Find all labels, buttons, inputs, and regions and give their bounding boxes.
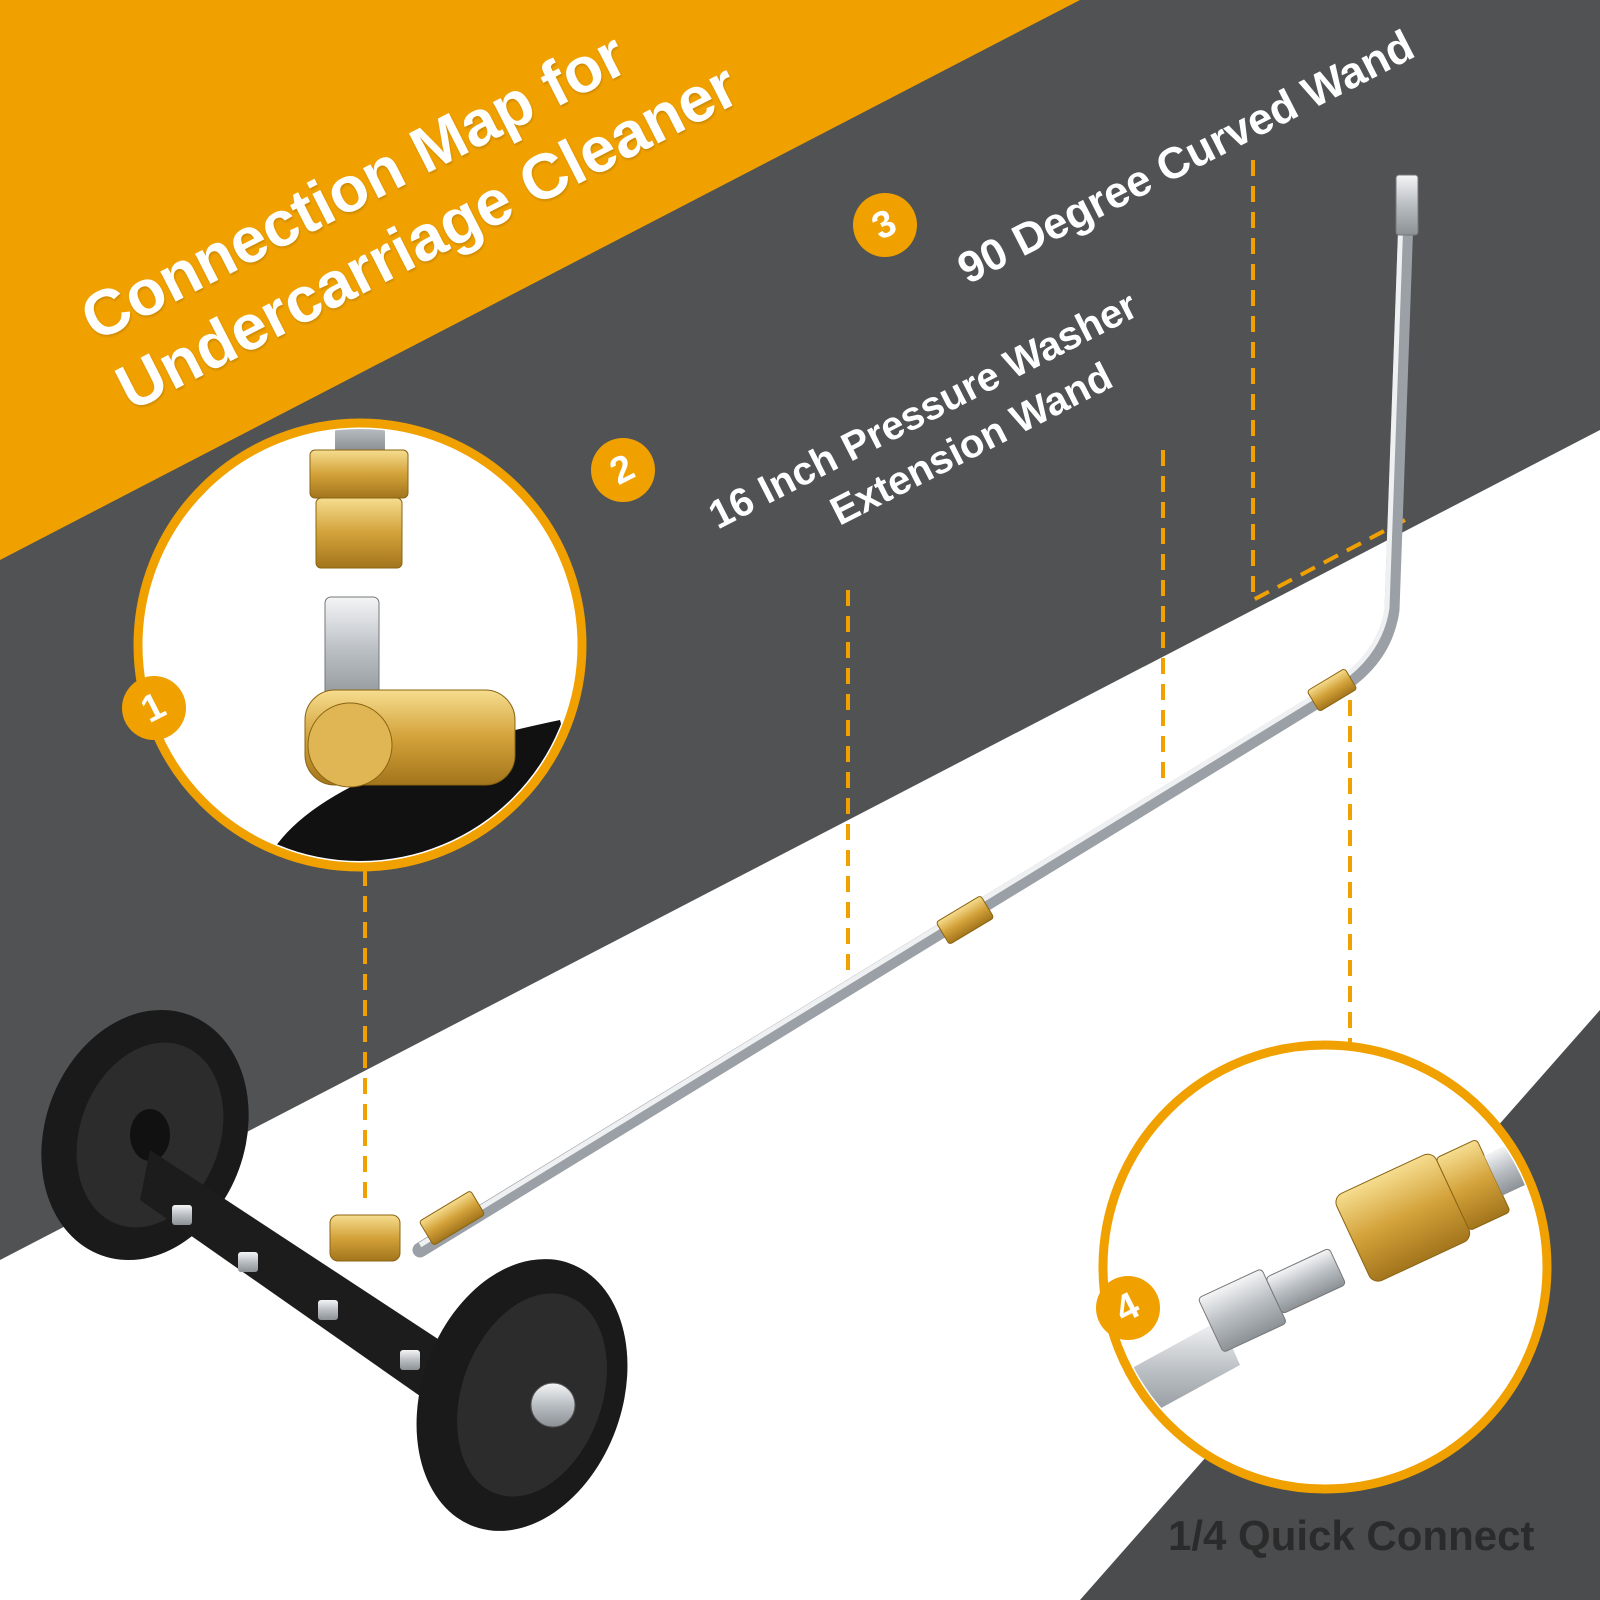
title-banner (0, 0, 1080, 560)
label-quick-connect: 1/4 Quick Connect (1168, 1512, 1535, 1559)
detail-1-tube (335, 429, 385, 450)
undercarriage-cleaner (41, 1009, 628, 1531)
detail-1-swivel-cap (307, 702, 393, 788)
nozzle-2 (238, 1252, 258, 1272)
detail-circle-4 (1098, 1040, 1552, 1494)
coupler-bottom (419, 1191, 485, 1245)
leader-lines (363, 160, 1406, 1200)
nozzle-1 (172, 1205, 192, 1225)
step-badge-3: 3 (853, 193, 917, 257)
wand-tip-connector (1395, 174, 1419, 236)
step-badge-1: 1 (122, 676, 186, 740)
coupler-middle (936, 896, 994, 944)
coupler-top (1307, 668, 1357, 712)
step-badge-2: 2 (591, 438, 655, 502)
cleaner-bar (140, 1150, 470, 1410)
step-badge-4: 4 (1096, 1276, 1160, 1340)
detail-4-plug-nose (1266, 1248, 1346, 1314)
wand-assembly (412, 174, 1419, 1258)
detail-1-coupler-upper (309, 449, 409, 499)
swivel-joint (329, 1214, 401, 1262)
detail-4-socket-nut (1436, 1139, 1510, 1230)
wheel-front (416, 1259, 628, 1531)
nozzle-4 (400, 1350, 420, 1370)
detail-1-coupler-lower (315, 497, 403, 569)
leader-step-3 (1251, 160, 1406, 604)
nozzle-3 (318, 1300, 338, 1320)
